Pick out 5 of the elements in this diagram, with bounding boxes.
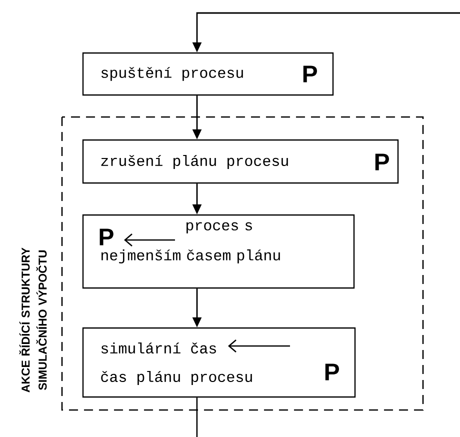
process-box: P proces s nejmenším časem plánu	[82, 214, 355, 289]
process-box: simulární čas čas plánu procesu P	[82, 327, 356, 398]
process-box: spuštění procesu P	[82, 52, 334, 96]
group-label: AKCE ŘÍDÍCÍ STRUKTURY SIMULAČNÍHO VÝPOČTU	[19, 248, 47, 392]
process-box: zrušení plánu procesu P	[82, 139, 399, 184]
